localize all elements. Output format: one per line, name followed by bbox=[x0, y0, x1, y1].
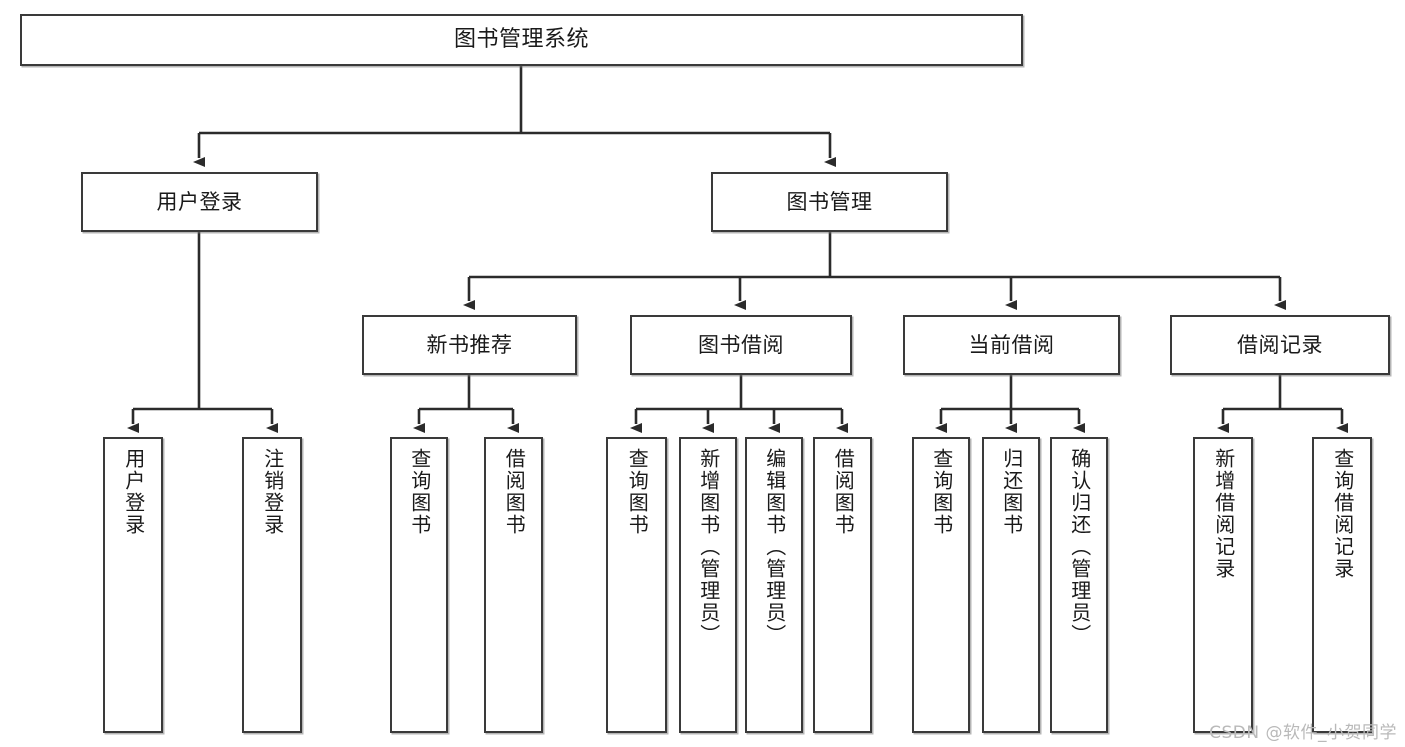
node-leaf-add-book-label: 新增图书（管理员） bbox=[696, 448, 721, 646]
node-leaf-user-login-label: 用户登录 bbox=[121, 448, 146, 536]
node-leaf-user-logout-label: 注销登录 bbox=[260, 448, 285, 536]
node-leaf-user-logout[interactable]: 注销登录 bbox=[242, 437, 302, 733]
node-leaf-query-record-label: 查询借阅记录 bbox=[1330, 448, 1355, 580]
node-leaf-borrow-book-2[interactable]: 借阅图书 bbox=[813, 437, 872, 733]
watermark-text: CSDN @软件_小贺同学 bbox=[1209, 723, 1397, 743]
node-leaf-query-book-2[interactable]: 查询图书 bbox=[606, 437, 667, 733]
node-leaf-query-record[interactable]: 查询借阅记录 bbox=[1312, 437, 1372, 733]
node-user-login[interactable]: 用户登录 bbox=[81, 172, 318, 232]
node-borrow-record-label: 借阅记录 bbox=[1237, 332, 1323, 357]
node-root[interactable]: 图书管理系统 bbox=[20, 14, 1023, 66]
node-current-borrow[interactable]: 当前借阅 bbox=[903, 315, 1120, 375]
node-leaf-query-book-3[interactable]: 查询图书 bbox=[912, 437, 970, 733]
node-leaf-borrow-book-1-label: 借阅图书 bbox=[502, 448, 527, 536]
node-borrow-record[interactable]: 借阅记录 bbox=[1170, 315, 1390, 375]
node-leaf-confirm-return[interactable]: 确认归还（管理员） bbox=[1050, 437, 1108, 733]
node-leaf-user-login[interactable]: 用户登录 bbox=[103, 437, 163, 733]
node-leaf-borrow-book-2-label: 借阅图书 bbox=[831, 448, 856, 536]
node-leaf-return-book-label: 归还图书 bbox=[999, 448, 1024, 536]
node-leaf-add-book[interactable]: 新增图书（管理员） bbox=[679, 437, 737, 733]
node-root-label: 图书管理系统 bbox=[453, 27, 589, 53]
node-leaf-edit-book-label: 编辑图书（管理员） bbox=[762, 448, 787, 646]
node-leaf-borrow-book-1[interactable]: 借阅图书 bbox=[484, 437, 543, 733]
node-book-manage-label: 图书管理 bbox=[786, 189, 873, 214]
node-leaf-confirm-return-label: 确认归还（管理员） bbox=[1067, 448, 1092, 646]
node-leaf-query-book-1-label: 查询图书 bbox=[407, 448, 432, 536]
node-book-manage[interactable]: 图书管理 bbox=[711, 172, 948, 232]
node-book-borrow[interactable]: 图书借阅 bbox=[630, 315, 852, 375]
node-leaf-query-book-1[interactable]: 查询图书 bbox=[390, 437, 448, 733]
node-new-book-rec[interactable]: 新书推荐 bbox=[362, 315, 577, 375]
node-leaf-query-book-2-label: 查询图书 bbox=[625, 448, 650, 536]
node-user-login-label: 用户登录 bbox=[156, 189, 243, 214]
node-leaf-add-record[interactable]: 新增借阅记录 bbox=[1193, 437, 1253, 733]
node-leaf-query-book-3-label: 查询图书 bbox=[929, 448, 954, 536]
node-leaf-add-record-label: 新增借阅记录 bbox=[1211, 448, 1236, 580]
node-book-borrow-label: 图书借阅 bbox=[698, 332, 784, 357]
node-new-book-rec-label: 新书推荐 bbox=[426, 332, 513, 357]
node-leaf-edit-book[interactable]: 编辑图书（管理员） bbox=[745, 437, 803, 733]
node-leaf-return-book[interactable]: 归还图书 bbox=[982, 437, 1040, 733]
node-current-borrow-label: 当前借阅 bbox=[968, 332, 1055, 357]
